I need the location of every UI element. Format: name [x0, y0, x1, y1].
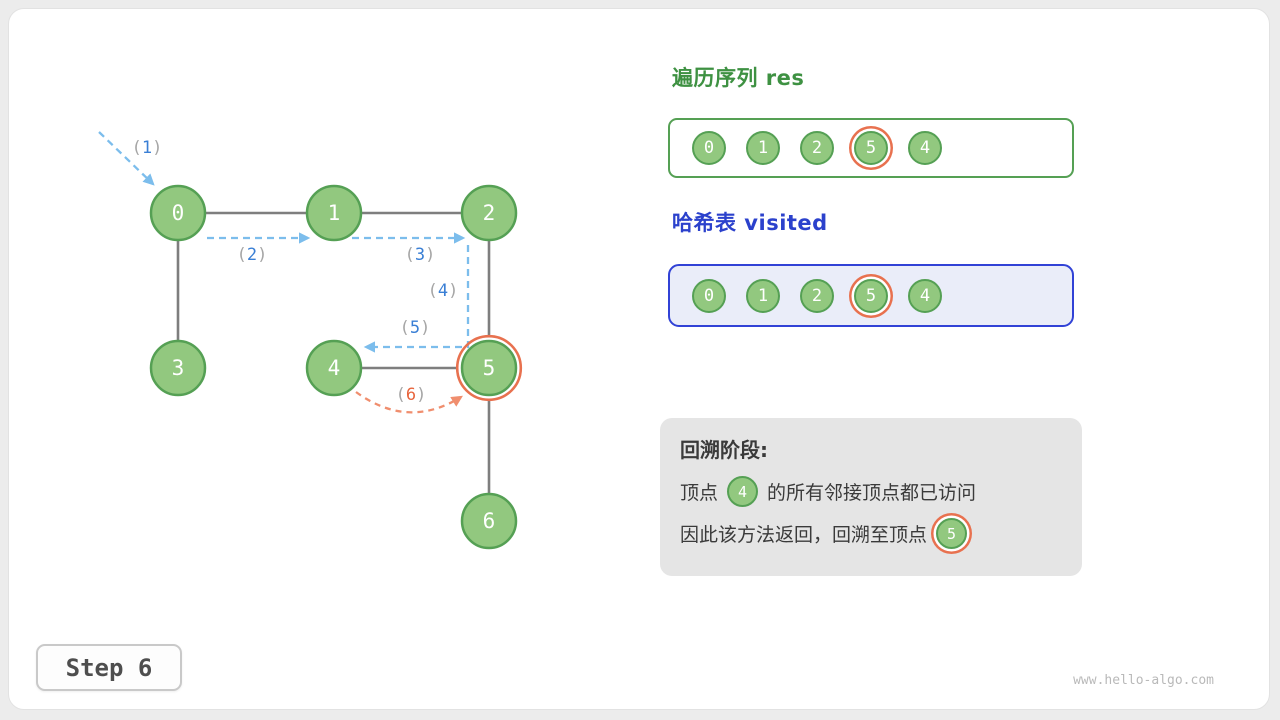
highlight-gap-ring — [457, 336, 521, 400]
inline-node-4: 4 — [727, 476, 759, 507]
node-circle — [460, 184, 518, 242]
visited-node-highlighted: 5 — [854, 278, 888, 313]
note-line-1: 顶点 4 的所有邻接顶点都已访问 — [680, 476, 1062, 507]
visited-node: 1 — [746, 278, 780, 313]
step-order-label: (5) — [400, 318, 431, 338]
note-text-prefix: 因此该方法返回，回溯至顶点 — [680, 524, 928, 546]
graph-node-2: 2 — [460, 184, 518, 242]
visited-node: 2 — [800, 278, 834, 313]
note-heading: 回溯阶段: — [680, 438, 768, 462]
node-circle — [149, 184, 207, 242]
note-text-suffix: 的所有邻接顶点都已访问 — [767, 482, 977, 504]
graph-node-1: 1 — [305, 184, 363, 242]
graph-node-5: 5 — [455, 334, 523, 402]
node-label: 5 — [483, 356, 496, 380]
node-label: 1 — [328, 201, 341, 225]
graph-node-0: 0 — [149, 184, 207, 242]
backtrack-arrow — [355, 391, 463, 414]
backtrack-note: 回溯阶段: 顶点 4 的所有邻接顶点都已访问 因此该方法返回，回溯至顶点 5 — [660, 418, 1082, 576]
step-order-label: (2) — [237, 245, 268, 265]
visited-title: 哈希表 visited — [672, 211, 828, 235]
highlight-ring — [455, 334, 523, 402]
res-node: 1 — [746, 131, 780, 165]
res-node-highlighted: 5 — [854, 131, 888, 165]
traversal-arrow — [98, 131, 155, 186]
note-line-2: 因此该方法返回，回溯至顶点 5 — [680, 518, 1062, 549]
step-order-label: (3) — [405, 245, 436, 265]
step-badge: Step 6 — [36, 644, 182, 691]
inline-node-5: 5 — [936, 518, 968, 549]
node-label: 3 — [172, 356, 185, 380]
graph-node-4: 4 — [305, 339, 363, 397]
node-circle — [460, 492, 518, 550]
step-order-label: (6) — [396, 385, 427, 405]
traversal-arrow — [363, 245, 470, 353]
res-node: 0 — [692, 131, 726, 165]
step-order-label: (1) — [132, 138, 163, 158]
watermark: www.hello-algo.com — [1073, 673, 1214, 688]
node-circle — [305, 184, 363, 242]
step-order-label: (4) — [428, 281, 459, 301]
note-text-prefix: 顶点 — [680, 482, 719, 504]
node-label: 0 — [172, 201, 185, 225]
node-label: 6 — [483, 509, 496, 533]
node-label: 2 — [483, 201, 496, 225]
res-node: 2 — [800, 131, 834, 165]
node-circle — [149, 339, 207, 397]
node-label: 4 — [328, 356, 341, 380]
graph-node-3: 3 — [149, 339, 207, 397]
res-node: 4 — [908, 131, 942, 165]
graph-node-6: 6 — [460, 492, 518, 550]
visited-node: 4 — [908, 278, 942, 313]
node-circle — [305, 339, 363, 397]
res-title: 遍历序列 res — [672, 66, 805, 90]
node-circle — [460, 339, 518, 397]
visited-node: 0 — [692, 278, 726, 313]
